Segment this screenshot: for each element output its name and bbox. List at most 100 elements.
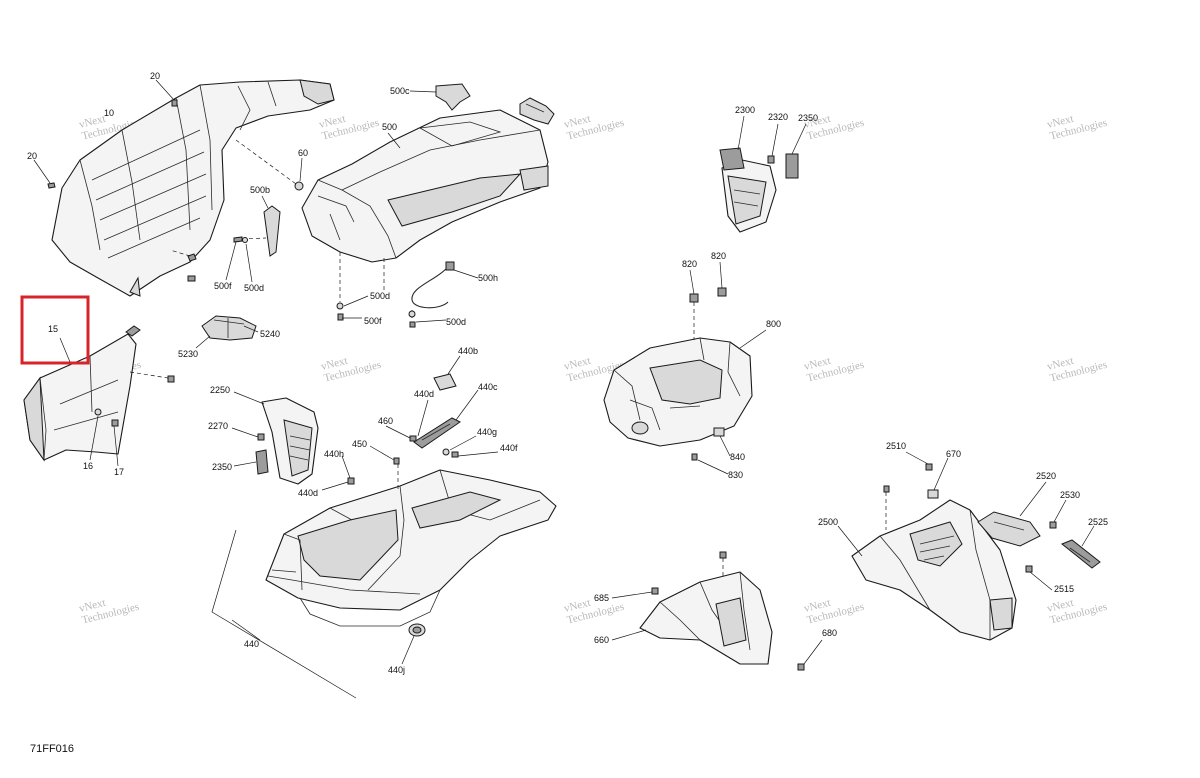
part-460-450-440g-440f-fasteners[interactable] bbox=[321, 425, 499, 491]
callout-680[interactable]: 680 bbox=[822, 628, 837, 638]
part-800-dash-panel[interactable] bbox=[603, 329, 767, 447]
callout-5230[interactable]: 5230 bbox=[178, 349, 198, 359]
callout-15[interactable]: 15 bbox=[48, 324, 58, 334]
part-500b-hinge[interactable] bbox=[261, 195, 281, 257]
callout-2320[interactable]: 2320 bbox=[768, 112, 788, 122]
callout-500h[interactable]: 500h bbox=[478, 273, 498, 283]
part-5230-5240-bracket[interactable] bbox=[195, 315, 259, 349]
part-680-fastener[interactable] bbox=[797, 639, 823, 671]
part-60-nut[interactable] bbox=[169, 139, 304, 282]
callout-685[interactable]: 685 bbox=[594, 593, 609, 603]
callout-440b[interactable]: 440b bbox=[458, 346, 478, 356]
part-2320-clip[interactable] bbox=[767, 123, 779, 164]
callout-labels: 20 10 20 60 500c 500 500b 500f 500d 500h… bbox=[27, 71, 1108, 675]
callout-500f[interactable]: 500f bbox=[214, 281, 232, 291]
watermark: vNext Technologies bbox=[318, 113, 381, 143]
callout-500f[interactable]: 500f bbox=[364, 316, 382, 326]
callout-440d[interactable]: 440d bbox=[414, 389, 434, 399]
callout-440g[interactable]: 440g bbox=[477, 427, 497, 437]
callout-10[interactable]: 10 bbox=[104, 108, 114, 118]
callout-2500[interactable]: 2500 bbox=[818, 517, 838, 527]
callout-670[interactable]: 670 bbox=[946, 449, 961, 459]
part-500h-cable[interactable] bbox=[383, 258, 479, 318]
diagram-code: 71FF016 bbox=[30, 743, 74, 755]
part-440j-drain[interactable] bbox=[401, 623, 426, 665]
callout-5240[interactable]: 5240 bbox=[260, 329, 280, 339]
highlight-box bbox=[20, 295, 90, 365]
watermark: vNext Technologies bbox=[1046, 355, 1109, 385]
callout-800[interactable]: 800 bbox=[766, 319, 781, 329]
callout-2525[interactable]: 2525 bbox=[1088, 517, 1108, 527]
callout-440c[interactable]: 440c bbox=[478, 382, 498, 392]
part-2530-fastener[interactable] bbox=[1049, 499, 1067, 529]
callout-20[interactable]: 20 bbox=[27, 151, 37, 161]
part-440c-plate[interactable] bbox=[413, 389, 479, 449]
watermark: vNext Technologies bbox=[78, 597, 141, 627]
part-500c-latch[interactable] bbox=[409, 83, 471, 111]
callout-2350[interactable]: 2350 bbox=[212, 462, 232, 472]
callout-2300[interactable]: 2300 bbox=[735, 105, 755, 115]
part-2500-rear-cover[interactable] bbox=[837, 499, 1017, 641]
part-840-830-clips[interactable] bbox=[691, 427, 731, 475]
callout-440d[interactable]: 440d bbox=[298, 488, 318, 498]
fasteners-20[interactable] bbox=[33, 79, 178, 189]
callout-660[interactable]: 660 bbox=[594, 635, 609, 645]
callout-440f[interactable]: 440f bbox=[500, 443, 518, 453]
part-latch-upper[interactable] bbox=[519, 97, 555, 125]
part-10-front-rack[interactable] bbox=[51, 79, 335, 297]
callout-830[interactable]: 830 bbox=[728, 470, 743, 480]
part-440-bracket-line[interactable] bbox=[211, 529, 357, 699]
callout-820[interactable]: 820 bbox=[682, 259, 697, 269]
callout-2350[interactable]: 2350 bbox=[798, 113, 818, 123]
part-2350-pad-right[interactable] bbox=[785, 123, 807, 179]
watermark: vNext Technologies bbox=[803, 113, 866, 143]
callout-500c[interactable]: 500c bbox=[390, 86, 410, 96]
callout-16[interactable]: 16 bbox=[83, 461, 93, 471]
callout-60[interactable]: 60 bbox=[298, 148, 308, 158]
callout-500[interactable]: 500 bbox=[382, 122, 397, 132]
part-2250-console[interactable] bbox=[233, 391, 319, 485]
watermark: vNext Technologies bbox=[1046, 597, 1109, 627]
part-440b-cap[interactable] bbox=[433, 355, 461, 391]
callout-20[interactable]: 20 bbox=[150, 71, 160, 81]
part-440-cargo-box[interactable] bbox=[265, 469, 557, 627]
callout-500d[interactable]: 500d bbox=[244, 283, 264, 293]
callout-17[interactable]: 17 bbox=[114, 467, 124, 477]
part-500d-500f-lower-fasteners[interactable] bbox=[336, 252, 447, 328]
callout-2520[interactable]: 2520 bbox=[1036, 471, 1056, 481]
callout-440[interactable]: 440 bbox=[244, 639, 259, 649]
part-820-fasteners[interactable] bbox=[689, 261, 727, 340]
part-500f-500d-fasteners[interactable] bbox=[225, 236, 267, 283]
part-2300-console[interactable] bbox=[719, 115, 777, 233]
callout-2510[interactable]: 2510 bbox=[886, 441, 906, 451]
callout-840[interactable]: 840 bbox=[730, 452, 745, 462]
callout-460[interactable]: 460 bbox=[378, 416, 393, 426]
part-2350-pad-left[interactable] bbox=[233, 449, 269, 475]
part-660-lower-bracket[interactable] bbox=[611, 551, 773, 665]
part-2525-step[interactable] bbox=[1061, 525, 1101, 569]
part-500-storage-box[interactable] bbox=[301, 109, 549, 263]
callout-2250[interactable]: 2250 bbox=[210, 385, 230, 395]
part-16-17-fasteners[interactable] bbox=[89, 371, 175, 467]
callout-2270[interactable]: 2270 bbox=[208, 421, 228, 431]
callout-450[interactable]: 450 bbox=[352, 439, 367, 449]
callout-2515[interactable]: 2515 bbox=[1054, 584, 1074, 594]
watermark: vNext Technologies bbox=[803, 355, 866, 385]
callout-440j[interactable]: 440j bbox=[388, 665, 405, 675]
part-2270-clip[interactable] bbox=[231, 427, 265, 441]
callout-500b[interactable]: 500b bbox=[250, 185, 270, 195]
part-2510-670-fasteners[interactable] bbox=[883, 451, 949, 530]
part-2520-bracket[interactable] bbox=[977, 481, 1047, 547]
watermark: vNext Technologies bbox=[1046, 113, 1109, 143]
callout-820[interactable]: 820 bbox=[711, 251, 726, 261]
callout-500d[interactable]: 500d bbox=[446, 317, 466, 327]
callout-500d[interactable]: 500d bbox=[370, 291, 390, 301]
part-15-side-panel[interactable] bbox=[23, 325, 141, 462]
watermark: vNext Technologies bbox=[803, 597, 866, 627]
part-2515-fastener[interactable] bbox=[1025, 565, 1053, 591]
callout-440h[interactable]: 440h bbox=[324, 449, 344, 459]
watermark: vNext Technologies bbox=[563, 113, 626, 143]
callout-2530[interactable]: 2530 bbox=[1060, 490, 1080, 500]
